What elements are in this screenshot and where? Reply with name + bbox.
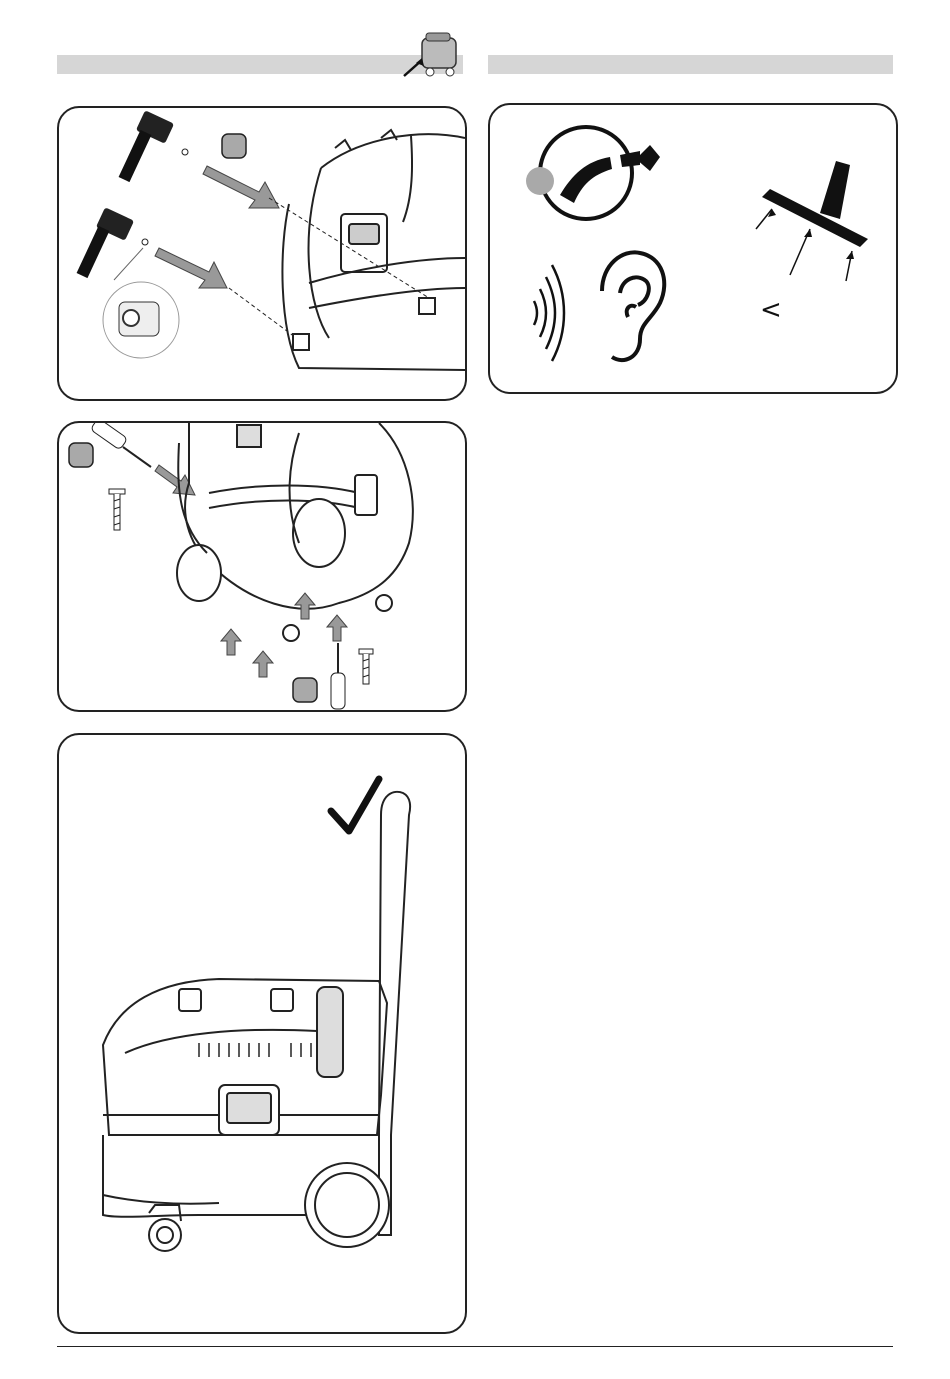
assembled-vacuum-panel xyxy=(57,733,467,1334)
hose-connector-icon xyxy=(526,127,660,219)
hammer-icon xyxy=(119,110,188,182)
ear-icon xyxy=(602,252,664,360)
noise-floor-tool-panel: < xyxy=(488,103,898,394)
wheel-axle-assembly-panel xyxy=(57,106,467,401)
grey-step-marker xyxy=(69,443,93,467)
screwdriver-icon xyxy=(90,423,151,467)
vacuum-body-drawing xyxy=(282,130,465,370)
footer-divider xyxy=(57,1346,893,1347)
grey-step-marker xyxy=(222,134,246,158)
screwdriver-icon xyxy=(331,643,345,709)
less-than-symbol: < xyxy=(760,295,782,325)
vacuum-body-drawing xyxy=(177,423,413,641)
vacuum-cleaner-icon xyxy=(103,792,410,1251)
vacuum-thumbnail-icon xyxy=(400,30,462,82)
right-section-header-bar xyxy=(488,55,893,74)
floor-nozzle-icon xyxy=(756,161,868,281)
hammer-icon xyxy=(77,207,148,278)
grey-step-marker xyxy=(293,678,317,702)
checkmark-icon xyxy=(331,779,379,831)
handle-screws-panel xyxy=(57,421,467,712)
screw-icon xyxy=(109,489,125,530)
nut-icon xyxy=(103,248,179,358)
sound-waves-icon xyxy=(534,265,564,361)
screw-icon xyxy=(359,649,373,684)
